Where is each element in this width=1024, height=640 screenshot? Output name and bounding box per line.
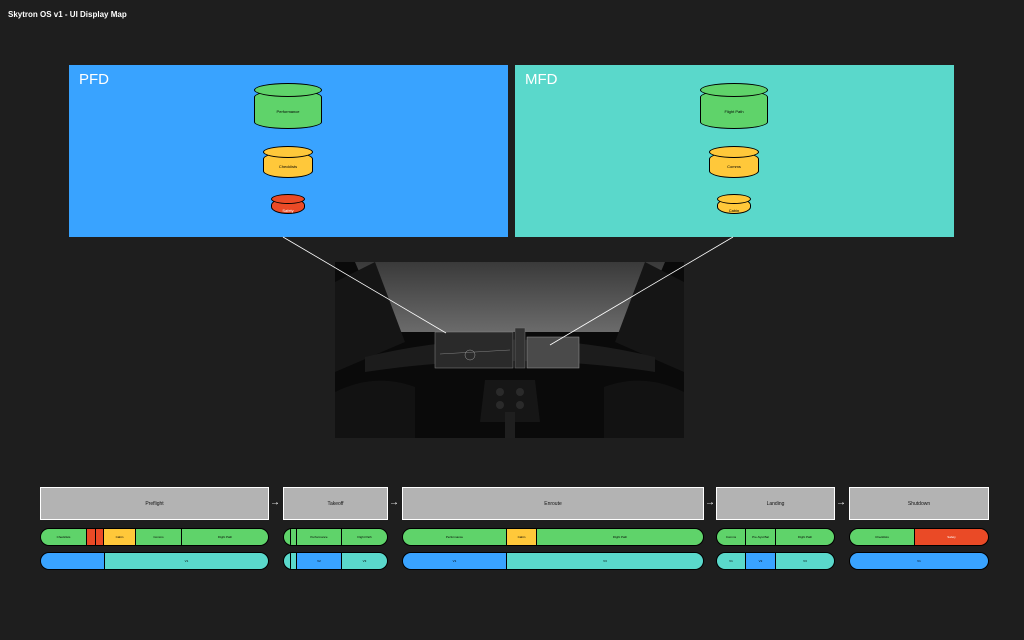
segment: Flight Path [536, 529, 703, 545]
segment: V1 [403, 553, 506, 569]
mfd-label: MFD [525, 71, 558, 88]
shutdown-bottom-bar: V1 [849, 552, 989, 570]
segment: Cabin [103, 529, 135, 545]
segment: Performance [403, 529, 506, 545]
segment: V2 [296, 553, 341, 569]
phase-enroute[interactable]: Enroute [402, 487, 704, 520]
page-title: Skytron OS v1 - UI Display Map [8, 10, 127, 19]
phase-takeoff[interactable]: Takeoff [283, 487, 388, 520]
segment: Comms [717, 529, 745, 545]
segment [284, 529, 290, 545]
arrow-icon: → [389, 497, 399, 508]
cylinder-label: Cabin [728, 208, 740, 213]
segment: V1 [104, 553, 268, 569]
phase-label: Landing [766, 500, 785, 507]
segment: Checklists [850, 529, 914, 545]
segment [41, 553, 104, 569]
arrow-icon: → [836, 497, 846, 508]
cylinder-comms[interactable]: Comms [709, 146, 759, 178]
segment [95, 529, 103, 545]
phase-label: Enroute [544, 500, 562, 507]
cockpit-image [335, 262, 684, 438]
segment: Flight Path [775, 529, 834, 545]
landing-top-bar: Comms Pre-Syst Bal Flight Path [716, 528, 835, 546]
phase-preflight[interactable]: Preflight [40, 487, 269, 520]
phase-shutdown[interactable]: Shutdown [849, 487, 989, 520]
takeoff-top-bar: Performance Flight Path [283, 528, 388, 546]
segment: V1 [850, 553, 988, 569]
segment: V3 [506, 553, 703, 569]
cylinder-label: Flight Path [724, 109, 744, 114]
phase-landing[interactable]: Landing [716, 487, 835, 520]
cylinder-label: Performance [276, 109, 300, 114]
pfd-connector [282, 236, 447, 334]
arrow-icon: → [705, 497, 715, 508]
segment: V3 [341, 553, 387, 569]
segment: V3 [775, 553, 834, 569]
cylinder-performance[interactable]: Performance [254, 83, 322, 129]
segment: Performance [296, 529, 341, 545]
pfd-panel[interactable]: PFD Performance Checklists Safety [69, 65, 508, 237]
segment: V2 [745, 553, 775, 569]
enroute-bottom-bar: V1 V3 [402, 552, 704, 570]
arrow-icon: → [270, 497, 280, 508]
segment [290, 553, 296, 569]
pfd-label: PFD [79, 71, 109, 88]
preflight-bottom-bar: V1 [40, 552, 269, 570]
cylinder-cabin[interactable]: Cabin [717, 194, 751, 214]
phase-label: Takeoff [327, 500, 344, 507]
cylinder-label: Comms [727, 164, 741, 169]
cockpit-illustration [335, 262, 684, 438]
mfd-panel[interactable]: MFD Flight Path Comms Cabin [515, 65, 954, 237]
takeoff-bottom-bar: V2 V3 [283, 552, 388, 570]
segment: Checklists [41, 529, 86, 545]
preflight-top-bar: Checklists Cabin Comms Flight Path [40, 528, 269, 546]
segment: Cabin [506, 529, 536, 545]
segment [290, 529, 296, 545]
segment [86, 529, 95, 545]
segment: Comms [135, 529, 181, 545]
cylinder-checklists[interactable]: Checklists [263, 146, 313, 178]
segment [284, 553, 290, 569]
cylinder-label: Checklists [278, 164, 298, 169]
segment: Flight Path [181, 529, 268, 545]
phase-label: Shutdown [907, 500, 931, 507]
segment: Flight Path [341, 529, 387, 545]
phase-label: Preflight [145, 500, 164, 507]
cylinder-flight-path[interactable]: Flight Path [700, 83, 768, 129]
cylinder-safety[interactable]: Safety [271, 194, 305, 214]
mfd-connector [549, 236, 734, 346]
landing-bottom-bar: V1 V2 V3 [716, 552, 835, 570]
segment: Pre-Syst Bal [745, 529, 775, 545]
cylinder-label: Safety [282, 208, 294, 213]
segment: Safety [914, 529, 988, 545]
enroute-top-bar: Performance Cabin Flight Path [402, 528, 704, 546]
shutdown-top-bar: Checklists Safety [849, 528, 989, 546]
segment: V1 [717, 553, 745, 569]
